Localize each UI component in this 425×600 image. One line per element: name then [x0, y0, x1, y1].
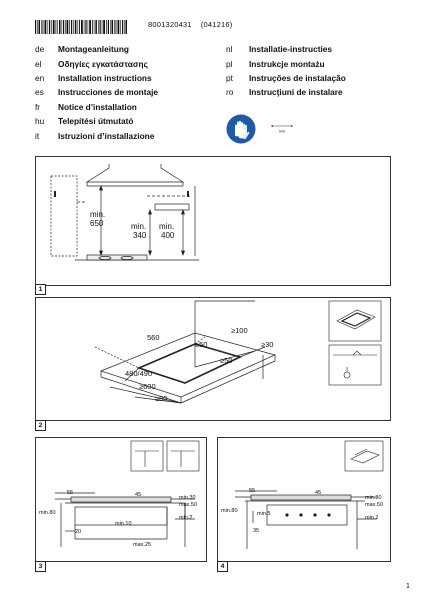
protective-gloves-icon — [226, 114, 256, 144]
dim-min80: min.80 — [39, 510, 56, 516]
figure-3-drawing: 55 45 min.30 max.50 min.2 min.80 min.10 … — [39, 440, 200, 548]
dim-560: 560 — [147, 333, 160, 342]
dim-min2: min.2 — [365, 515, 378, 521]
ruler-icon: mm — [271, 125, 293, 134]
figure-4-number: 4 — [217, 561, 228, 572]
dim-min10: min.10 — [115, 521, 132, 527]
figure-1-panel — [35, 156, 391, 286]
dim-ge100: ≥100 — [231, 326, 248, 335]
ruler-label: mm — [279, 130, 285, 134]
dim-ge600: ≥600 — [139, 382, 156, 391]
dim-min5: min.5 — [257, 511, 270, 517]
figure-4-drawing: 55 45 min.30 max.50 min.80 min.5 min.2 3… — [221, 440, 384, 549]
dim-35: 35 — [253, 528, 259, 534]
figure-4-panel — [217, 437, 391, 562]
dim-min340-b: 340 — [133, 231, 147, 240]
barcode — [35, 20, 127, 34]
doc-date: (041216) — [200, 20, 233, 29]
dim-ge50-a: ≥50 — [195, 340, 207, 349]
figure-2-number: 2 — [35, 420, 46, 431]
dim-min80: min.80 — [221, 508, 238, 514]
dim-min400-b: 400 — [161, 231, 175, 240]
dim-45: 45 — [315, 490, 321, 496]
figure-3-number: 3 — [35, 561, 46, 572]
page-number: 1 — [406, 583, 410, 590]
dim-ge50-b: ≥50 — [220, 356, 232, 365]
dim-min30: min.30 — [365, 495, 382, 501]
dim-min30: min.30 — [179, 495, 196, 501]
doc-number: 8001320431 — [148, 20, 192, 29]
dim-min400-a: min. — [159, 222, 174, 231]
figure-3-panel — [35, 437, 207, 562]
dim-min2: min.2 — [179, 515, 192, 521]
dim-max50: max.50 — [179, 502, 197, 508]
document-number: 8001320431 (041216) — [148, 20, 232, 29]
dim-55: 55 — [249, 488, 255, 494]
dim-min650-b: 650 — [90, 219, 104, 228]
dim-ge30: ≥30 — [261, 340, 273, 349]
figure-2-panel — [35, 297, 391, 421]
figure-1-drawing: min. 650 min. 340 min. 400 — [50, 164, 199, 261]
figure-1-number: 1 — [35, 284, 46, 295]
dim-ge80: ≥80 — [155, 394, 167, 403]
dim-min340-a: min. — [131, 222, 146, 231]
dim-max50: max.50 — [365, 502, 383, 508]
dim-20: 20 — [75, 529, 81, 535]
dim-max25: max.25 — [133, 542, 151, 548]
dim-min650-a: min. — [90, 210, 105, 219]
dim-45: 45 — [135, 492, 141, 498]
dim-480-490: 480/490 — [125, 369, 152, 378]
figure-2-drawing: 560 ≥100 ≥50 ≥30 ≥50 480/490 ≥600 ≥80 — [94, 300, 382, 404]
dim-55: 55 — [67, 490, 73, 496]
